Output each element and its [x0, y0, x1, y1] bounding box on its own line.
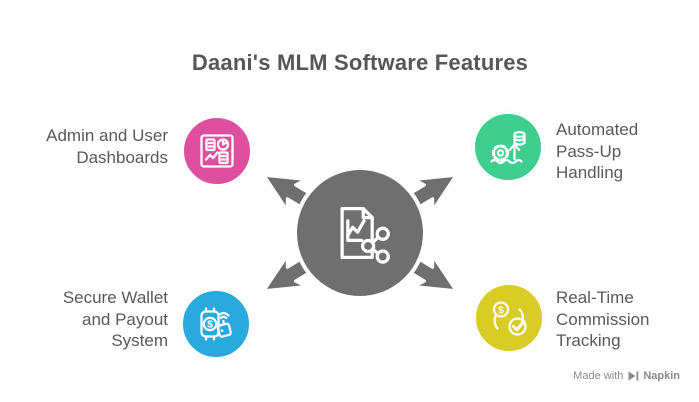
label-line: and Payout: [81, 309, 168, 329]
feature-label-admin-dashboards: Admin and User Dashboards: [46, 125, 168, 168]
label-line: Real-Time: [556, 288, 634, 307]
wallet-payment-icon: $: [200, 307, 232, 341]
gear-up-arrow-coins-icon: [490, 131, 526, 165]
label-line: System: [111, 331, 168, 350]
label-line: Admin and User: [46, 126, 168, 145]
watermark-prefix: Made with: [573, 370, 624, 382]
feature-label-realtime-commission: Real-Time Commission Tracking: [556, 287, 650, 352]
label-line: Dashboards: [76, 147, 168, 167]
label-line: Secure Wallet: [62, 288, 168, 307]
feature-circle-realtime-commission: $: [473, 282, 545, 354]
label-line: Tracking: [556, 331, 621, 350]
svg-text:$: $: [207, 319, 213, 331]
label-line: Pass-Up: [556, 141, 622, 161]
central-hub: [293, 166, 427, 300]
label-line: Automated: [556, 120, 639, 139]
watermark: Made with Napkin: [573, 370, 680, 382]
watermark-brand: Napkin: [643, 370, 680, 382]
dashboard-icon: [200, 134, 234, 168]
feature-circle-automated-pass-up: [472, 111, 544, 183]
page-title: Daani's MLM Software Features: [191, 50, 529, 75]
feature-circle-secure-wallet: $: [180, 288, 252, 360]
feature-circle-admin-dashboards: [181, 115, 253, 187]
label-line: Commission: [556, 309, 650, 329]
document-share-icon: [340, 207, 390, 264]
commission-sync-check-icon: $: [492, 301, 527, 336]
napkin-logo-icon: [628, 371, 639, 381]
feature-label-secure-wallet: Secure Wallet and Payout System: [63, 287, 168, 352]
label-line: Handling: [556, 163, 624, 182]
feature-label-automated-pass-up: Automated Pass-Up Handling: [556, 119, 638, 184]
svg-text:$: $: [498, 305, 504, 316]
